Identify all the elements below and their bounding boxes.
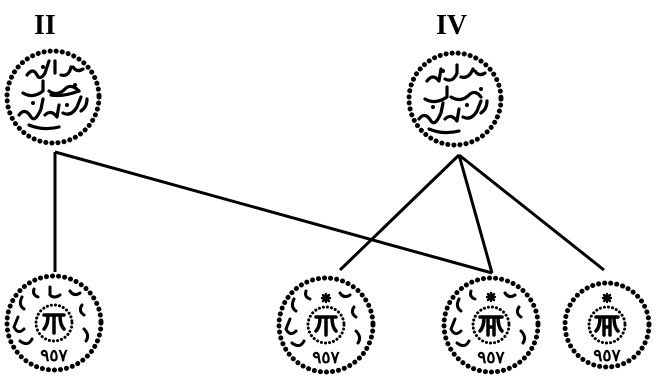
inner-beaded-circle bbox=[471, 305, 511, 345]
reverse-coin-3: ٩٥٧ bbox=[441, 275, 541, 375]
coin-beaded-border bbox=[406, 50, 504, 148]
star-mark-icon bbox=[485, 291, 497, 303]
obverse-coin-iv bbox=[406, 50, 504, 148]
marginal-legend bbox=[449, 289, 527, 348]
marginal-legend bbox=[12, 285, 90, 346]
reverse-date: ٩٥٧ bbox=[477, 348, 505, 367]
obverse-coin-ii bbox=[4, 48, 102, 146]
tamga-icon bbox=[594, 315, 620, 337]
link-iv-to-reverse-2 bbox=[338, 153, 461, 272]
die-links bbox=[53, 150, 605, 275]
link-iv-to-reverse-3 bbox=[457, 154, 494, 274]
link-iv-to-reverse-4 bbox=[458, 153, 605, 272]
tamga-icon bbox=[478, 315, 504, 337]
tamga-icon bbox=[42, 313, 66, 335]
coin-beaded-border bbox=[441, 275, 541, 375]
coin-beaded-border bbox=[4, 273, 104, 373]
reverse-date: ٩٥٧ bbox=[40, 346, 68, 365]
link-ii-to-reverse-3 bbox=[54, 150, 493, 275]
coin-beaded-border bbox=[562, 280, 652, 370]
reverse-coin-4: ٩٥٧ bbox=[562, 280, 652, 370]
obverse-die-label-iv: IV bbox=[436, 10, 468, 41]
tamga-icon bbox=[314, 315, 338, 337]
inner-beaded-circle bbox=[306, 305, 346, 345]
coin-beaded-border bbox=[4, 48, 102, 146]
reverse-coin-2: ٩٥٧ bbox=[276, 275, 376, 375]
obverse-legend bbox=[417, 63, 489, 135]
inner-beaded-circle bbox=[587, 305, 627, 345]
reverse-date: ٩٥٧ bbox=[312, 348, 340, 367]
star-mark-icon bbox=[320, 292, 332, 304]
inner-beaded-circle bbox=[34, 303, 74, 343]
obverse-die-label-ii: II bbox=[34, 10, 56, 41]
marginal-legend bbox=[284, 289, 362, 348]
star-mark-icon bbox=[601, 292, 613, 304]
coin-beaded-border bbox=[276, 275, 376, 375]
obverse-legend bbox=[17, 59, 89, 131]
reverse-coin-1: ٩٥٧ bbox=[4, 273, 104, 373]
legend-dots bbox=[431, 69, 483, 109]
reverse-date: ٩٥٧ bbox=[593, 346, 621, 365]
legend-dots bbox=[31, 65, 77, 107]
